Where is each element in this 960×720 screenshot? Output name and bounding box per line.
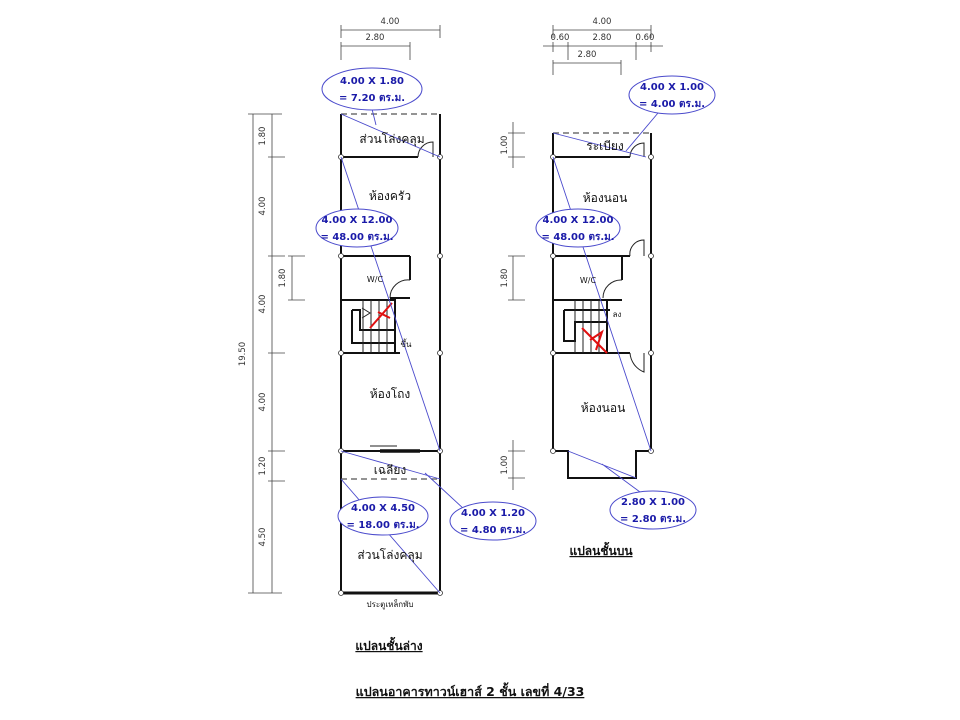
area-bubble: 4.00 X 4.50 = 18.00 ตร.ม. (337, 496, 429, 536)
ground-side-dimensions: 19.50 1.80 4.00 4.00 4.00 1.20 4.50 1.80 (238, 113, 305, 594)
dim-right: 0.60 (636, 33, 655, 43)
area-bubble: 4.00 X 1.20 = 4.80 ตร.ม. (449, 501, 537, 541)
svg-text:= 7.20 ตร.ม.: = 7.20 ตร.ม. (339, 93, 405, 104)
svg-text:2.80 X 1.00: 2.80 X 1.00 (621, 497, 685, 508)
svg-text:4.00 X 1.20: 4.00 X 1.20 (461, 508, 525, 519)
dim-seg-3: 4.00 (258, 295, 268, 314)
svg-text:4.00 X 4.50: 4.00 X 4.50 (351, 503, 415, 514)
dim-seg-1: 1.80 (258, 127, 268, 146)
label-hall: ห้องโถง (370, 387, 411, 401)
svg-text:= 4.80 ตร.ม.: = 4.80 ตร.ม. (460, 525, 526, 536)
dim-overall-width: 4.00 (593, 17, 612, 27)
label-porch: เฉลียง (374, 463, 407, 477)
dim-inner: 2.80 (578, 50, 597, 60)
svg-text:4.00 X 12.00: 4.00 X 12.00 (543, 215, 614, 226)
svg-text:4.00 X 12.00: 4.00 X 12.00 (322, 215, 393, 226)
svg-text:= 18.00 ตร.ม.: = 18.00 ตร.ม. (346, 520, 419, 531)
svg-text:= 4.00 ตร.ม.: = 4.00 ตร.ม. (639, 99, 705, 110)
dim-overall-width: 4.00 (381, 17, 400, 27)
upper-floor-plan: 4.00 0.60 2.80 0.60 2.80 1.00 1.80 1.00 (500, 17, 716, 558)
dim-wc: 1.80 (500, 269, 510, 288)
label-bedroom-front: ห้องนอน (581, 401, 626, 415)
area-bubble: 2.80 X 1.00 = 2.80 ตร.ม. (609, 490, 697, 530)
area-bubble: 4.00 X 12.00 = 48.00 ตร.ม. (315, 208, 399, 248)
area-bubble: 4.00 X 1.00 = 4.00 ตร.ม. (628, 75, 716, 115)
label-wc: W/C (367, 275, 384, 284)
area-bubble: 4.00 X 12.00 = 48.00 ตร.ม. (535, 208, 621, 248)
dim-front: 1.00 (500, 456, 510, 475)
main-title: แปลนอาคารทาวน์เฮาส์ 2 ชั้น เลขที่ 4/33 (356, 682, 585, 699)
svg-text:= 48.00 ตร.ม.: = 48.00 ตร.ม. (541, 232, 614, 243)
label-stair-up: ขึ้น (401, 338, 412, 349)
column-markers (338, 154, 443, 596)
svg-text:4.00 X 1.80: 4.00 X 1.80 (340, 76, 404, 87)
stair-icon (552, 299, 610, 354)
label-wc: W/C (580, 276, 597, 285)
label-kitchen: ห้องครัว (369, 189, 411, 203)
area-bubble: 4.00 X 1.80 = 7.20 ตร.ม. (321, 67, 423, 111)
dim-seg-2: 4.00 (258, 197, 268, 216)
dim-seg-6: 4.50 (258, 528, 268, 547)
upper-side-dimensions: 1.00 1.80 1.00 (500, 122, 525, 490)
column-markers (550, 154, 654, 454)
svg-text:= 2.80 ตร.ม.: = 2.80 ตร.ม. (620, 514, 686, 525)
ground-floor-plan: 4.00 2.80 19.50 1.80 4.00 4.00 4.00 1.20… (238, 17, 537, 653)
label-front-open-area: ส่วนโล่งคลุม (357, 548, 422, 563)
dim-wc: 1.80 (278, 269, 288, 288)
upper-top-dimensions: 4.00 0.60 2.80 0.60 2.80 (543, 17, 663, 75)
dim-inner-width: 2.80 (366, 33, 385, 43)
dim-rear: 1.00 (500, 136, 510, 155)
stair-icon (340, 299, 396, 354)
dim-seg-5: 1.20 (258, 457, 268, 476)
label-stair-down: ลง (613, 310, 622, 319)
ground-floor-title: แปลนชั้นล่าง (355, 636, 422, 653)
upper-floor-title: แปลนชั้นบน (569, 541, 633, 558)
label-folding-door: ประตูเหล็กพับ (367, 599, 414, 610)
svg-text:4.00 X 1.00: 4.00 X 1.00 (640, 82, 704, 93)
label-balcony: ระเบียง (586, 139, 624, 153)
dim-left: 0.60 (551, 33, 570, 43)
svg-text:= 48.00 ตร.ม.: = 48.00 ตร.ม. (320, 232, 393, 243)
label-rear-open-area: ส่วนโล่งคลุม (359, 132, 424, 147)
dim-seg-4: 4.00 (258, 393, 268, 412)
dim-mid: 2.80 (593, 33, 612, 43)
ground-top-dimensions: 4.00 2.80 (340, 17, 441, 60)
dim-total-length: 19.50 (238, 342, 248, 366)
label-bedroom-rear: ห้องนอน (583, 191, 628, 205)
